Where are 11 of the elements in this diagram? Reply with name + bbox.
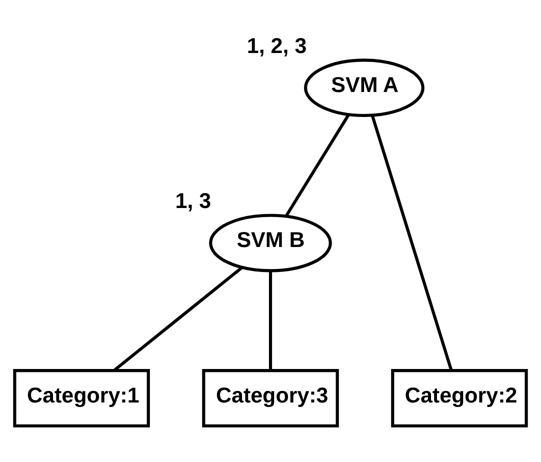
connector bbox=[113, 266, 243, 371]
connector bbox=[268, 270, 272, 370]
node-ellipse: SVM A bbox=[304, 58, 424, 117]
node-ellipse: SVM B bbox=[209, 213, 332, 272]
node-box: Category:3 bbox=[202, 368, 339, 427]
node-label: 1, 3 bbox=[175, 188, 212, 212]
connector bbox=[370, 114, 453, 370]
connector bbox=[284, 114, 350, 216]
node-box: Category:2 bbox=[391, 368, 528, 427]
node-label: 1, 2, 3 bbox=[246, 33, 307, 58]
node-box: Category:1 bbox=[13, 368, 150, 427]
